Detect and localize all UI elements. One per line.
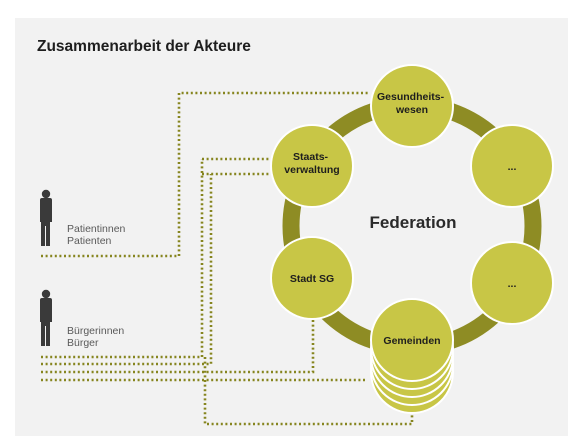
node-label-line: Gesundheits- bbox=[377, 91, 445, 103]
connector-lines bbox=[41, 91, 414, 426]
actor-label-line: Bürger bbox=[67, 337, 99, 349]
actor-label-line: Bürgerinnen bbox=[67, 325, 125, 337]
node-label-bottom-right: ... bbox=[508, 278, 517, 290]
node-label-gesundheitswesen: Gesundheits- wesen bbox=[377, 91, 447, 116]
person-icon bbox=[40, 289, 52, 346]
connector-citizens-staatsverwaltung-b bbox=[41, 174, 213, 366]
actor-label-line: Patientinnen bbox=[67, 223, 126, 235]
node-gemeinden: Gemeinden bbox=[370, 298, 454, 382]
node-label-staatsverwaltung: Staats- verwaltung bbox=[284, 151, 339, 176]
node-label-stadt-sg: Stadt SG bbox=[290, 273, 334, 285]
connector-bottom-gemeinden bbox=[203, 357, 414, 426]
node-top-right: ... bbox=[470, 124, 554, 208]
node-label-gemeinden: Gemeinden bbox=[383, 335, 440, 347]
diagram-title: Zusammenarbeit der Akteure bbox=[37, 38, 251, 55]
connector-patients-gesundheitswesen bbox=[41, 91, 370, 258]
node-staatsverwaltung: Staats- verwaltung bbox=[270, 124, 354, 208]
node-stadt-sg: Stadt SG bbox=[270, 236, 354, 320]
node-gesundheitswesen: Gesundheits- wesen bbox=[370, 64, 454, 148]
node-label-top-right: ... bbox=[508, 161, 517, 173]
federation-label: Federation bbox=[370, 213, 457, 232]
node-bottom-right: ... bbox=[470, 241, 554, 325]
person-icon bbox=[40, 189, 52, 246]
actor-label-citizens: Bürgerinnen Bürger bbox=[67, 325, 124, 349]
node-label-line: verwaltung bbox=[284, 164, 339, 176]
node-label-line: Staats- bbox=[293, 151, 329, 163]
connector-citizens-stadt-sg bbox=[41, 318, 315, 374]
actor-label-patients: Patientinnen Patienten bbox=[67, 223, 125, 247]
node-label-line: wesen bbox=[395, 104, 428, 116]
actor-label-line: Patienten bbox=[67, 235, 112, 247]
connector-citizens-staatsverwaltung-a bbox=[41, 159, 204, 359]
